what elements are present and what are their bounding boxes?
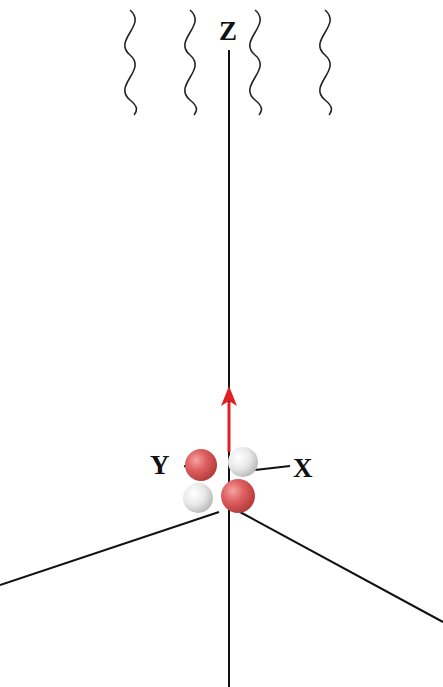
coordinate-axes	[0, 50, 443, 687]
molecule	[183, 447, 258, 513]
axis-label: Y	[150, 452, 170, 479]
dipole-arrow	[221, 386, 237, 452]
axis-label: X	[293, 455, 313, 482]
axis-label: Z	[219, 18, 237, 45]
